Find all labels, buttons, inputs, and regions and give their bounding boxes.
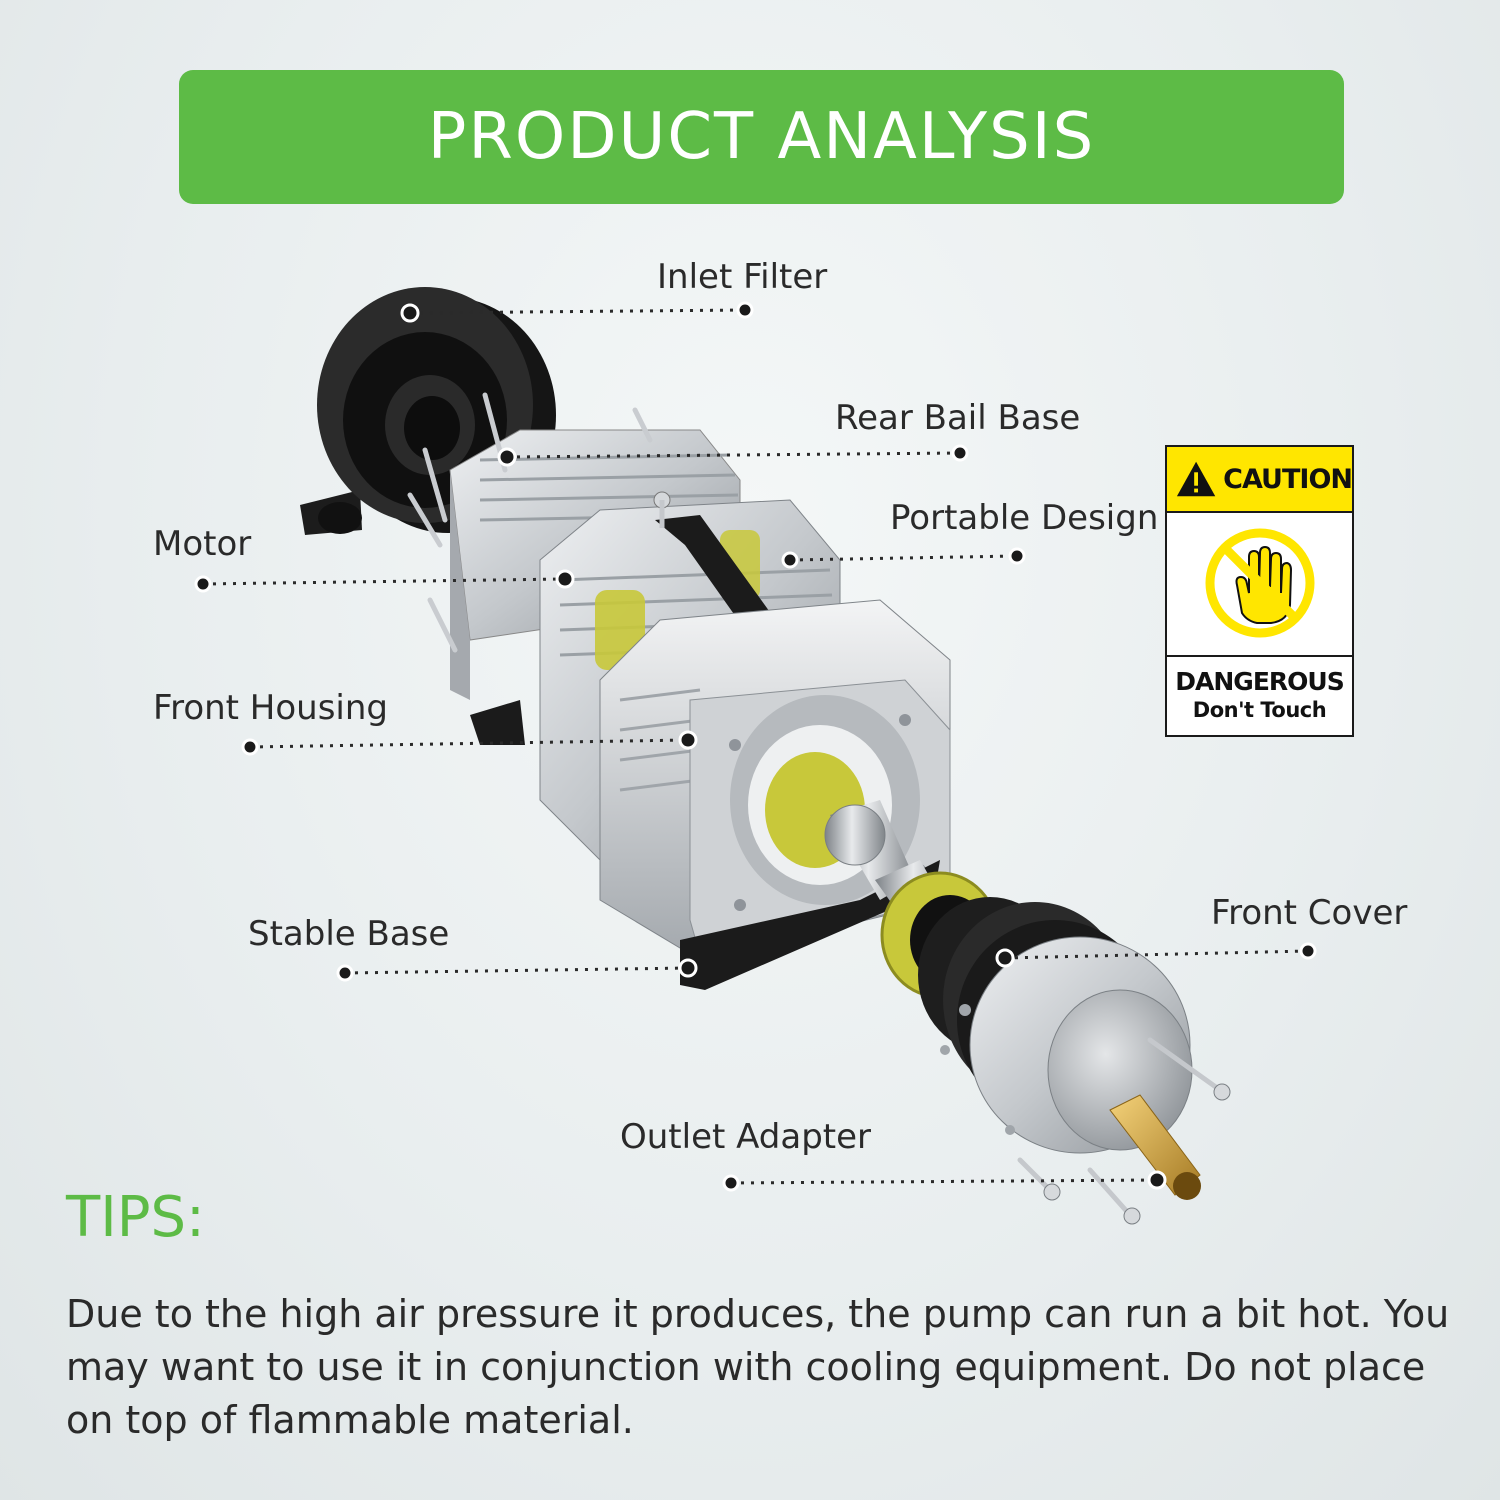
- warning-triangle-icon: [1176, 461, 1216, 497]
- stable-base-part: [470, 700, 940, 990]
- callout-outlet-adapter: Outlet Adapter: [620, 1117, 872, 1157]
- caution-sign: CAUTION DANGEROUS Don't Touch: [1165, 445, 1354, 737]
- callout-dots: [194, 301, 1317, 1192]
- callout-front-cover: Front Cover: [1211, 893, 1408, 933]
- caution-dont-touch-text: Don't Touch: [1192, 698, 1327, 722]
- caution-pictogram: [1167, 513, 1352, 657]
- callout-leaders: [202, 308, 1309, 1185]
- caution-footer: DANGEROUS Don't Touch: [1167, 657, 1352, 722]
- callout-portable-design: Portable Design: [890, 498, 1159, 538]
- outlet-adapter-part: [1109, 1094, 1201, 1200]
- tips-body: Due to the high air pressure it produces…: [66, 1292, 1450, 1442]
- callout-front-housing: Front Housing: [153, 688, 389, 728]
- caution-header-text: CAUTION: [1223, 463, 1353, 495]
- no-touch-hand-icon: [1205, 528, 1315, 638]
- caution-header: CAUTION: [1167, 447, 1353, 513]
- leader-motor: [202, 577, 566, 586]
- front-cover-part: [880, 871, 1231, 1225]
- page-title: PRODUCT ANALYSIS: [427, 100, 1096, 174]
- title-banner: PRODUCT ANALYSIS: [179, 70, 1344, 204]
- callout-motor: Motor: [153, 524, 252, 564]
- callout-rear-bail-base: Rear Bail Base: [835, 398, 1081, 438]
- leader-outlet-adapter: [730, 1178, 1158, 1185]
- callout-inlet-filter: Inlet Filter: [657, 257, 828, 297]
- callout-stable-base: Stable Base: [248, 914, 450, 954]
- caution-dangerous-text: DANGEROUS: [1175, 667, 1344, 696]
- tips-heading: TIPS:: [66, 1185, 205, 1250]
- leader-front-cover: [1004, 949, 1309, 960]
- leader-stable-base: [344, 966, 689, 975]
